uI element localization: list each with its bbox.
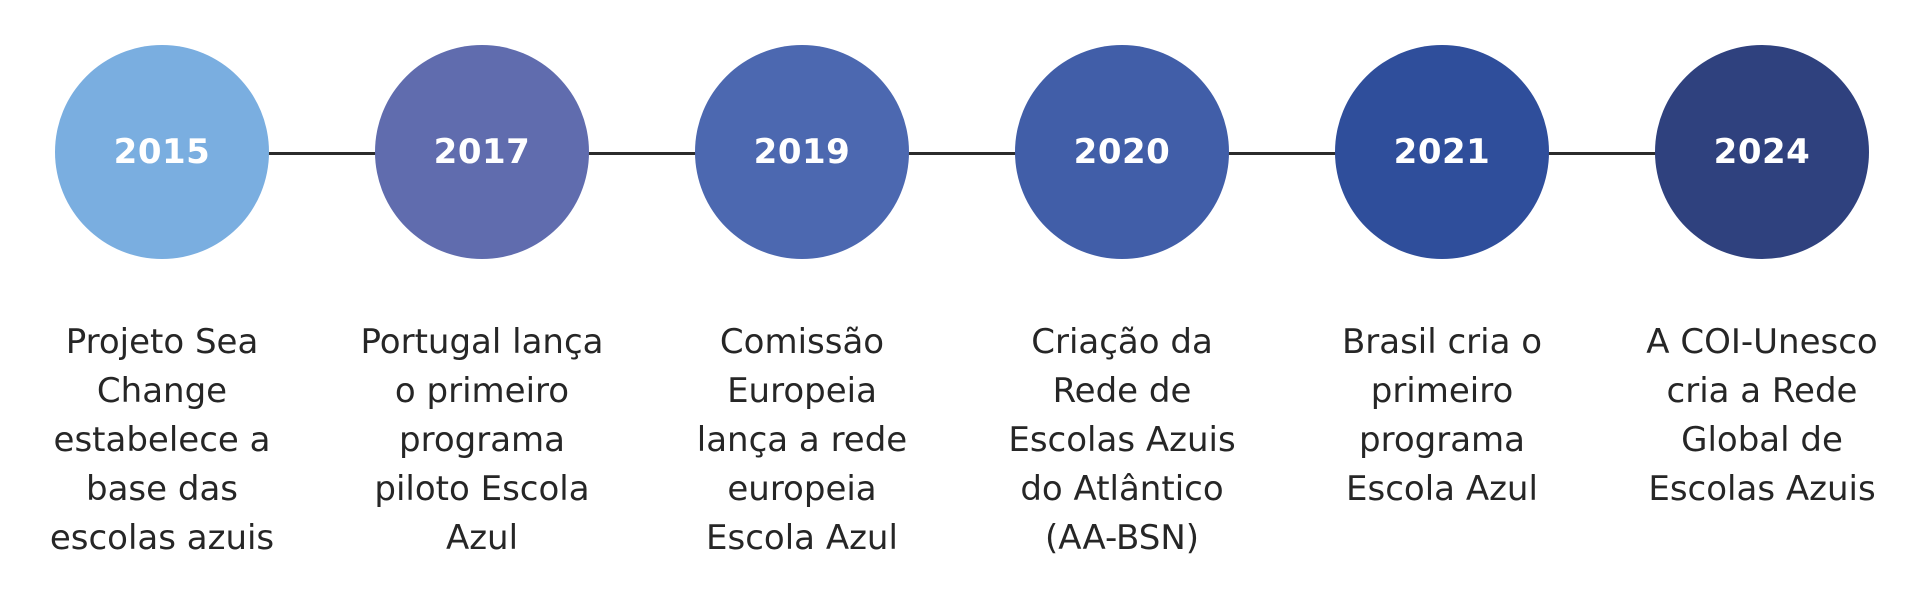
- description-line: Europeia: [727, 371, 877, 411]
- milestone-description: Projeto Sea Change estabelece a base das…: [0, 318, 327, 563]
- year-label: 2020: [1073, 132, 1171, 172]
- year-circle: 2017: [375, 45, 589, 259]
- description-line: estabelece a: [53, 420, 271, 460]
- description-line: cria a Rede: [1666, 371, 1858, 411]
- year-circle: 2024: [1655, 45, 1869, 259]
- description-line: europeia: [727, 469, 877, 509]
- milestone-2020: 2020 Criação da Rede de Escolas Azuis do…: [957, 45, 1287, 565]
- description-line: A COI-Unesco: [1646, 322, 1878, 362]
- milestone-description: A COI-Unesco cria a Rede Global de Escol…: [1597, 318, 1920, 514]
- milestone-description: Brasil cria o primeiro programa Escola A…: [1277, 318, 1607, 514]
- description-line: Escolas Azuis: [1648, 469, 1876, 509]
- year-circle: 2015: [55, 45, 269, 259]
- milestone-2024: 2024 A COI-Unesco cria a Rede Global de …: [1597, 45, 1920, 565]
- description-line: programa: [1359, 420, 1525, 460]
- year-label: 2019: [753, 132, 851, 172]
- description-line: Global de: [1681, 420, 1843, 460]
- year-label: 2024: [1713, 132, 1811, 172]
- description-line: piloto Escola: [374, 469, 590, 509]
- description-line: Criação da: [1031, 322, 1213, 362]
- timeline-connector-line: [162, 152, 1762, 155]
- year-circle: 2021: [1335, 45, 1549, 259]
- milestone-description: Portugal lança o primeiro programa pilot…: [317, 318, 647, 563]
- description-line: lança a rede: [696, 420, 908, 460]
- milestone-2017: 2017 Portugal lança o primeiro programa …: [317, 45, 647, 565]
- milestone-2015: 2015 Projeto Sea Change estabelece a bas…: [0, 45, 327, 565]
- milestone-2019: 2019 Comissão Europeia lança a rede euro…: [637, 45, 967, 565]
- description-line: Change: [96, 371, 228, 411]
- milestone-description: Criação da Rede de Escolas Azuis do Atlâ…: [957, 318, 1287, 563]
- description-line: Escola Azul: [706, 518, 898, 558]
- description-line: Escola Azul: [1346, 469, 1538, 509]
- description-line: programa: [399, 420, 565, 460]
- description-line: Portugal lança: [360, 322, 604, 362]
- description-line: (AA-BSN): [1044, 518, 1200, 558]
- year-label: 2017: [433, 132, 531, 172]
- description-line: o primeiro: [394, 371, 570, 411]
- year-label: 2015: [113, 132, 211, 172]
- year-circle: 2019: [695, 45, 909, 259]
- milestone-2021: 2021 Brasil cria o primeiro programa Esc…: [1277, 45, 1607, 565]
- description-line: Escolas Azuis: [1008, 420, 1236, 460]
- year-circle: 2020: [1015, 45, 1229, 259]
- description-line: Azul: [445, 518, 519, 558]
- description-line: Projeto Sea: [65, 322, 259, 362]
- year-label: 2021: [1393, 132, 1491, 172]
- description-line: Rede de: [1052, 371, 1192, 411]
- description-line: Comissão: [719, 322, 885, 362]
- description-line: primeiro: [1370, 371, 1514, 411]
- description-line: Brasil cria o: [1341, 322, 1543, 362]
- description-line: do Atlântico: [1020, 469, 1224, 509]
- milestone-description: Comissão Europeia lança a rede europeia …: [637, 318, 967, 563]
- description-line: base das: [86, 469, 238, 509]
- description-line: escolas azuis: [49, 518, 275, 558]
